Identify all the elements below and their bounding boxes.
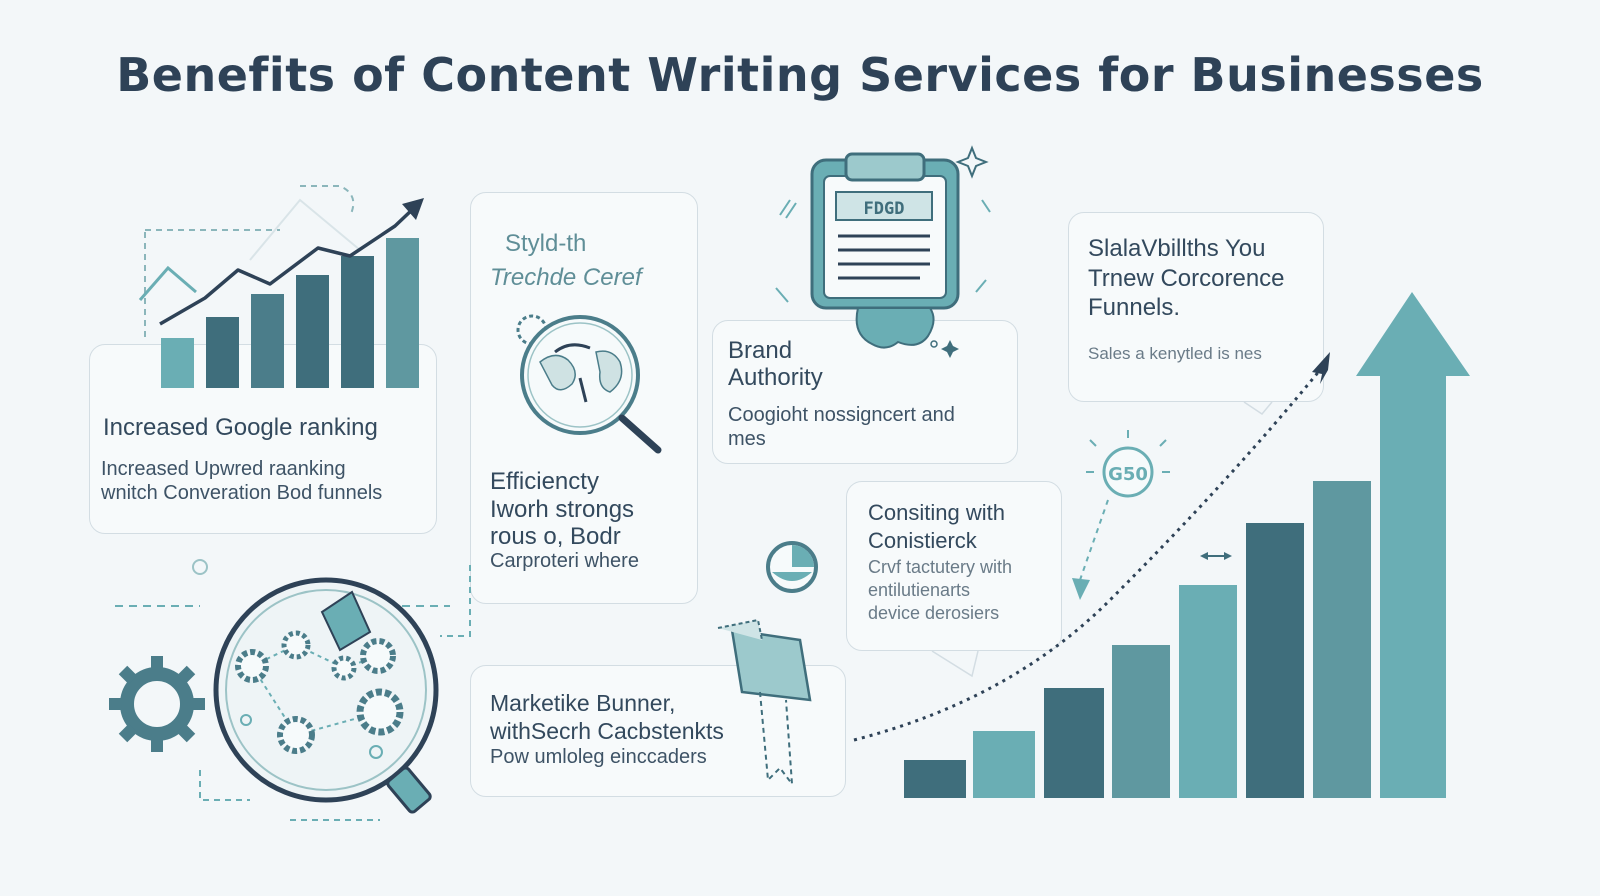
pie-icon [766, 541, 818, 593]
trend-bar-1 [161, 338, 194, 388]
growth-bar-2 [973, 731, 1035, 798]
badge-icon: G50 [1072, 430, 1232, 600]
consistency-heading-line-2: Conistierck [868, 528, 977, 553]
magnifier-network-icon [213, 577, 439, 814]
google-ranking-line-1: Increased Upwred raanking [101, 458, 346, 480]
card-consistency [846, 481, 1062, 651]
efficiency-top-line-2: Trechde Ceref [490, 264, 642, 291]
growth-bar-5 [1179, 585, 1237, 798]
growth-bar-1 [904, 760, 966, 798]
efficiency-line-3: Carproteri where [490, 550, 639, 572]
clipboard-icon: FDGD [775, 145, 991, 358]
card-brand-authority [712, 320, 1018, 464]
scalability-heading-line-2: Trnew Corcorence [1088, 265, 1285, 292]
efficiency-heading: Efficiencty [490, 468, 599, 495]
efficiency-line-1: Iworh strongs [490, 496, 635, 523]
card-scalability [1068, 212, 1324, 402]
trend-bar-6 [386, 238, 419, 388]
consistency-line-2: entilutienarts [868, 580, 971, 600]
google-ranking-heading: Increased Google ranking [103, 414, 378, 441]
globe-magnifier-icon [516, 314, 662, 454]
trend-bar-2 [206, 317, 239, 388]
consistency-heading-line-1: Consiting with [868, 500, 1005, 525]
trend-bar-3 [251, 294, 284, 388]
scalability-heading-line-3: Funnels. [1088, 294, 1181, 321]
brand-line-1: Coogioht nossigncert and [728, 404, 955, 426]
efficiency-line-2: rous o, Bodr [490, 523, 621, 550]
growth-bar-4 [1112, 645, 1170, 798]
brand-heading-line-2: Authority [728, 364, 823, 391]
ribbon-icon [717, 618, 812, 788]
trend-bar-5 [341, 256, 374, 388]
trend-bar-4 [296, 275, 329, 388]
scalability-line-1: Sales a kenytled is nes [1088, 344, 1262, 363]
up-arrow-icon [1356, 292, 1470, 798]
airplane-icon [1312, 352, 1330, 384]
efficiency-top-line-1: Styld-th [505, 230, 587, 257]
growth-chart-icon [904, 481, 1371, 798]
growth-bar-3 [1044, 688, 1104, 798]
google-ranking-line-2: wnitch Converation Bod funnels [101, 482, 383, 504]
gear-icon [109, 656, 205, 752]
marketing-line-3: Pow umloleg einccaders [490, 746, 707, 768]
scalability-heading-line-1: SlalaVbillths You [1088, 235, 1266, 262]
badge-label: G50 [1108, 464, 1148, 485]
growth-bar-7 [1313, 481, 1371, 798]
page-title: Benefits of Content Writing Services for… [116, 48, 1484, 102]
brand-line-2: mes [728, 428, 766, 450]
trend-chart-icon [138, 185, 424, 388]
marketing-line-1: Marketike Bunner, [490, 690, 676, 716]
marketing-line-2: withSecrh Cacbstenkts [490, 718, 724, 744]
clipboard-label: FDGD [864, 199, 905, 219]
consistency-line-1: Crvf tactutery with [868, 557, 1013, 577]
consistency-line-3: device derosiers [868, 603, 1000, 623]
brand-heading-line-1: Brand [728, 337, 793, 364]
growth-bar-6 [1246, 523, 1304, 798]
